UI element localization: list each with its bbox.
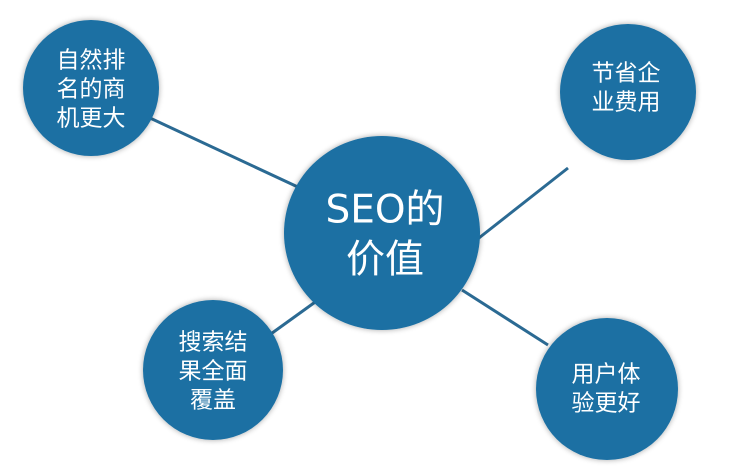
connector-top-left — [149, 116, 301, 190]
top-right-label-line-1: 节省企 — [592, 61, 661, 87]
connector-bottom-right — [461, 288, 549, 347]
bottom-right-label-line-1: 用户体 — [572, 362, 641, 388]
top-left-label-line-3: 机更大 — [57, 106, 126, 132]
top-right-label-line-2: 业费用 — [592, 90, 661, 116]
node-bottom-left — [143, 300, 283, 440]
bottom-right-label-line-2: 验更好 — [572, 391, 641, 417]
top-left-label-line-2: 名的商 — [57, 77, 126, 103]
center-label-line-1: SEO的 — [325, 188, 444, 233]
center-node — [284, 136, 480, 330]
node-top-left — [23, 20, 159, 156]
node-top-right — [560, 24, 696, 160]
connector-bottom-left — [267, 298, 319, 338]
bottom-left-label-line-1: 搜索结 — [179, 330, 248, 356]
bottom-left-label-line-2: 果全面 — [179, 359, 248, 385]
connector-top-right — [469, 166, 569, 247]
center-label-line-2: 价值 — [346, 238, 424, 283]
bottom-left-label-line-3: 覆盖 — [190, 388, 236, 414]
node-bottom-right — [536, 318, 678, 460]
top-left-label-line-1: 自然排 — [57, 48, 126, 74]
